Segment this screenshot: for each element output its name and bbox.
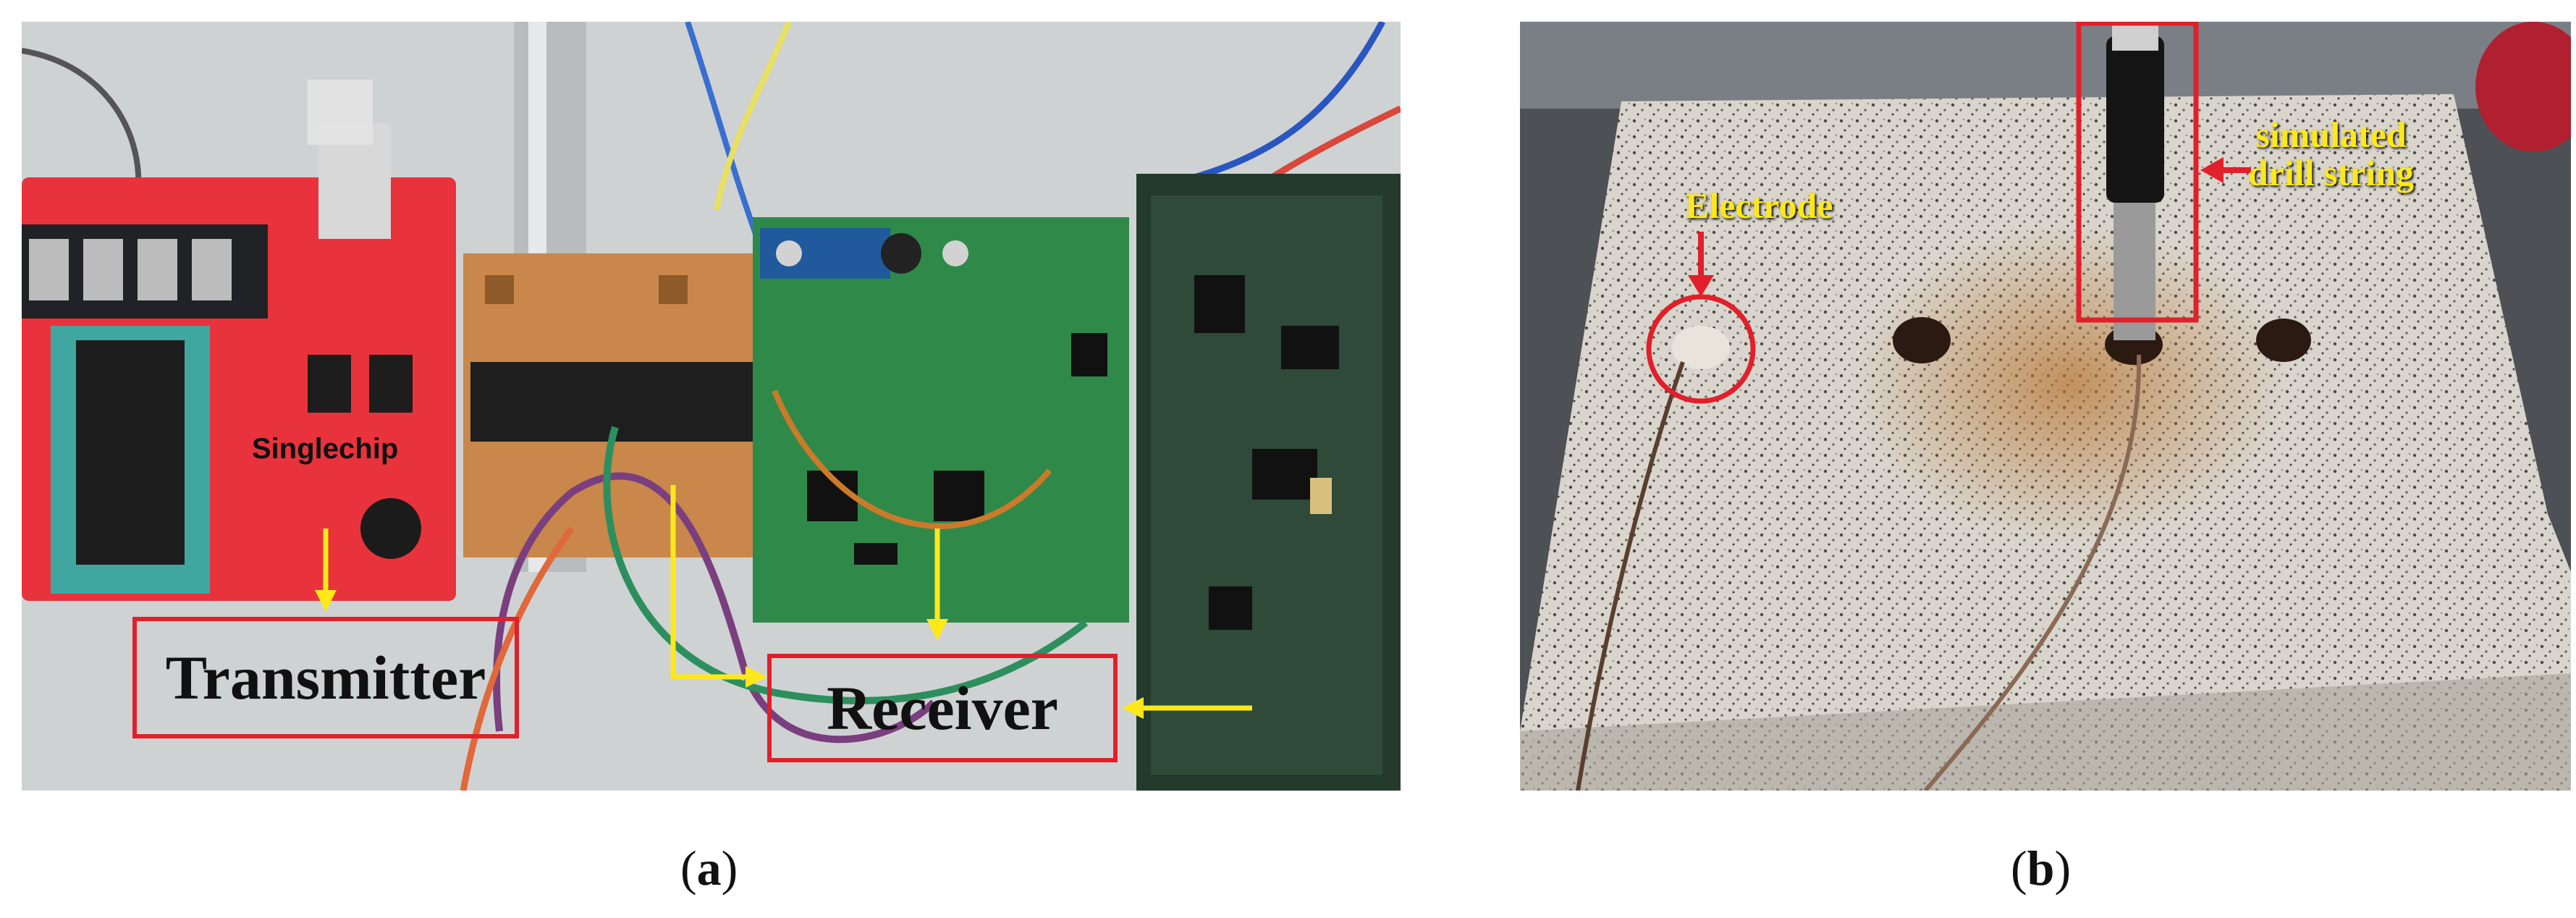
- caption-a-letter: a: [696, 841, 722, 896]
- drill-string-label: simulated drill string: [2248, 116, 2414, 192]
- receiver-highlight-box: Receiver: [767, 654, 1118, 762]
- singlechip-label: Singlechip: [252, 433, 399, 465]
- drill-string-label-line1: simulated: [2255, 114, 2407, 155]
- photo-panel-b: Electrode simulated drill string: [1520, 22, 2571, 791]
- electrode-label: Electrode: [1685, 185, 1833, 226]
- photo-panel-a: Singlechip Transmitter Receiver: [22, 22, 1401, 791]
- caption-b: (b): [2011, 841, 2072, 896]
- caption-b-letter: b: [2027, 841, 2055, 896]
- circuit-photo-illustration: [22, 22, 1401, 791]
- transmitter-highlight-box: Transmitter: [132, 617, 519, 738]
- drill-string-label-line2: drill string: [2248, 152, 2415, 193]
- rock-sample-illustration: [1520, 22, 2571, 791]
- transmitter-label: Transmitter: [165, 643, 486, 712]
- caption-a: (a): [680, 841, 738, 896]
- receiver-label: Receiver: [827, 673, 1058, 743]
